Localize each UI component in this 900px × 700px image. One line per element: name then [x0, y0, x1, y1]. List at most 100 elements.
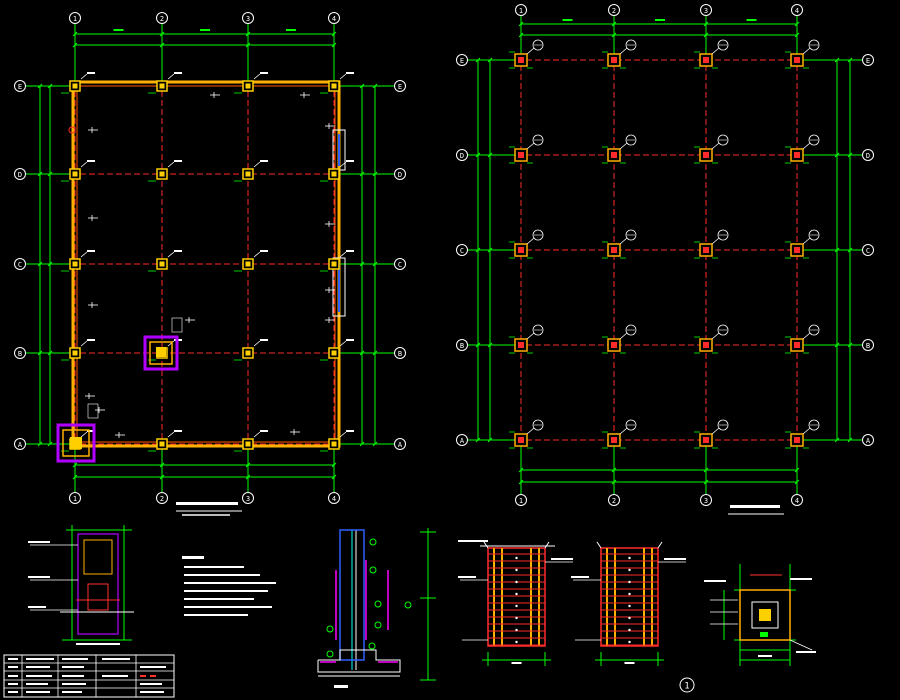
- axis-bubble-row-a-right: A: [862, 434, 874, 446]
- axis-bubble-col-4-top: 4: [791, 4, 803, 16]
- right-plan-dimension-lines: [468, 16, 862, 494]
- column-b3: [234, 339, 268, 361]
- plan-annotation-mark: [88, 127, 98, 133]
- axis-bubble-label: C: [398, 261, 402, 269]
- axis-bubble-row-c-right: C: [862, 244, 874, 256]
- right-plan-title: [728, 505, 784, 515]
- column-c1: [509, 229, 544, 259]
- column-e2: [148, 72, 182, 94]
- plan-annotation-mark: [325, 317, 335, 323]
- plan-annotation-mark: [88, 302, 98, 308]
- column-a4: [785, 419, 820, 449]
- axis-bubble-col-4-bottom: 4: [791, 494, 803, 506]
- axis-bubble-label: B: [866, 342, 870, 350]
- column-b4: [320, 339, 354, 361]
- axis-bubble-label: 2: [160, 15, 164, 23]
- axis-bubble-label: 4: [332, 15, 336, 23]
- column-d1: [61, 160, 95, 182]
- column-d3: [234, 160, 268, 182]
- axis-bubble-row-d-right: D: [862, 149, 874, 161]
- detail-foundation-section: [317, 528, 436, 688]
- column-a3: [234, 430, 268, 452]
- column-b2: [602, 324, 637, 354]
- axis-bubble-label: 1: [73, 495, 77, 503]
- column-c1: [61, 250, 95, 272]
- detail-index-marker: 1: [679, 677, 695, 693]
- axis-bubble-row-c-left: C: [456, 244, 468, 256]
- axis-bubble-col-2-top: 2: [156, 12, 168, 24]
- axis-bubble-label: D: [460, 152, 464, 160]
- axis-bubble-label: 3: [246, 15, 250, 23]
- axis-bubble-label: B: [460, 342, 464, 350]
- axis-bubble-label: C: [18, 261, 22, 269]
- axis-bubble-row-b-right: B: [862, 339, 874, 351]
- axis-bubble-label: 1: [519, 497, 523, 505]
- axis-bubble-col-1-bottom: 1: [515, 494, 527, 506]
- detail-pile-reinforcement: [458, 540, 686, 666]
- axis-bubble-row-d-right: D: [394, 168, 406, 180]
- axis-bubble-row-c-left: C: [14, 258, 26, 270]
- column-d4: [320, 160, 354, 182]
- axis-bubble-label: E: [866, 57, 870, 65]
- left-plan-dimension-lines: [26, 24, 394, 492]
- axis-bubble-label: D: [866, 152, 870, 160]
- axis-bubble-row-c-right: C: [394, 258, 406, 270]
- column-c4: [320, 250, 354, 272]
- plan-annotation-mark: [88, 215, 98, 221]
- column-d3: [694, 134, 729, 164]
- right-plan-columns: [509, 39, 820, 449]
- detail-column-base-plan: [704, 564, 816, 666]
- axis-bubble-label: 3: [704, 7, 708, 15]
- axis-bubble-col-1-bottom: 1: [69, 492, 81, 504]
- plan-annotation-mark: [210, 92, 220, 98]
- detail-schedule-table: [3, 654, 175, 698]
- axis-bubble-label: 1: [73, 15, 77, 23]
- axis-bubble-row-e-left: E: [456, 54, 468, 66]
- axis-bubble-label: A: [18, 441, 23, 449]
- axis-bubble-row-e-right: E: [394, 80, 406, 92]
- note-leader-box: [87, 403, 99, 419]
- axis-bubble-label: 2: [612, 7, 616, 15]
- left-plan-footing-detail-a1: [56, 423, 96, 463]
- axis-bubble-label: 4: [332, 495, 336, 503]
- axis-bubble-label: 4: [795, 497, 799, 505]
- plan-annotation-mark: [185, 317, 195, 323]
- general-notes-block: [182, 556, 276, 616]
- axis-bubble-col-3-bottom: 3: [242, 492, 254, 504]
- column-a3: [694, 419, 729, 449]
- column-b4: [785, 324, 820, 354]
- column-a2: [602, 419, 637, 449]
- axis-bubble-row-e-right: E: [862, 54, 874, 66]
- pile-cage-2: [571, 541, 686, 666]
- column-e4: [320, 72, 354, 94]
- column-b3: [694, 324, 729, 354]
- pile-label-line: [458, 540, 488, 542]
- column-c4: [785, 229, 820, 259]
- column-e3: [694, 39, 729, 69]
- axis-bubble-row-d-left: D: [14, 168, 26, 180]
- axis-bubble-row-e-left: E: [14, 80, 26, 92]
- column-a2: [148, 430, 182, 452]
- column-c3: [234, 250, 268, 272]
- axis-bubble-row-b-left: B: [14, 347, 26, 359]
- axis-bubble-label: C: [460, 247, 464, 255]
- axis-bubble-label: 2: [612, 497, 616, 505]
- plan-annotation-mark: [300, 92, 310, 98]
- column-e1: [61, 72, 95, 94]
- axis-bubble-label: B: [18, 350, 22, 358]
- red-section-mark: [68, 126, 76, 134]
- column-e1: [509, 39, 544, 69]
- axis-bubble-label: B: [398, 350, 402, 358]
- axis-bubble-row-b-right: B: [394, 347, 406, 359]
- axis-bubble-label: 4: [795, 7, 799, 15]
- detail-wall-section-left: [28, 525, 134, 645]
- plan-annotation-mark: [325, 123, 335, 129]
- axis-bubble-label: 2: [160, 495, 164, 503]
- axis-bubble-col-1-top: 1: [69, 12, 81, 24]
- column-a4: [320, 430, 354, 452]
- axis-bubble-col-1-top: 1: [515, 4, 527, 16]
